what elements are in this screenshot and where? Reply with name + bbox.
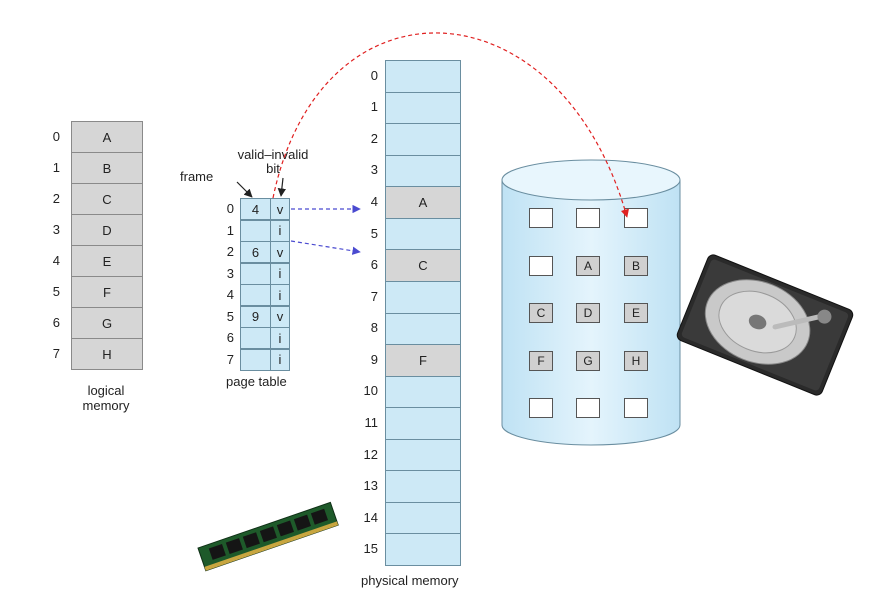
frame-column-label: frame bbox=[180, 169, 214, 184]
page-table-index: 1 bbox=[226, 222, 234, 238]
page-table-index: 2 bbox=[226, 244, 234, 259]
logical-memory-caption: logical memory bbox=[82, 383, 130, 413]
mapping-arrow-page-2 bbox=[290, 240, 361, 255]
logical-page-cell: E bbox=[71, 245, 143, 277]
physical-frame-index: 7 bbox=[370, 288, 378, 304]
logical-page-cell: G bbox=[71, 307, 143, 339]
logical-page-index: 2 bbox=[52, 191, 60, 206]
backing-store-page-box: G bbox=[576, 350, 600, 371]
physical-frame-cell bbox=[385, 533, 461, 566]
backing-store-page-box: C bbox=[529, 303, 553, 323]
physical-frame-index: 14 bbox=[363, 509, 378, 525]
physical-frame-cell bbox=[385, 470, 461, 503]
physical-frame-index: 10 bbox=[363, 383, 378, 399]
page-table-index: 3 bbox=[226, 265, 234, 281]
physical-frame-index: 13 bbox=[363, 478, 378, 494]
logical-page-cell: H bbox=[71, 338, 143, 370]
physical-frame-index: 8 bbox=[370, 320, 378, 336]
page-table-index: 5 bbox=[226, 308, 234, 324]
logical-page-index: 6 bbox=[52, 315, 60, 330]
page-table-index: 7 bbox=[226, 351, 234, 367]
logical-page-index: 0 bbox=[52, 129, 60, 144]
physical-frame-index: 9 bbox=[370, 351, 378, 367]
physical-frame-index: 0 bbox=[370, 67, 378, 83]
physical-frame-index: 11 bbox=[364, 414, 379, 430]
page-table-caption: page table bbox=[226, 374, 287, 389]
backing-store-page-box: H bbox=[624, 350, 648, 371]
backing-store-page-box bbox=[529, 398, 553, 418]
page-table-index: 4 bbox=[226, 287, 234, 302]
physical-frame-index: 3 bbox=[370, 162, 378, 178]
page-table-index: 0 bbox=[226, 201, 234, 216]
physical-frame-index: 4 bbox=[370, 194, 378, 210]
backing-store-page-box bbox=[529, 208, 553, 228]
physical-frame-index: 2 bbox=[370, 130, 378, 146]
physical-frame-cell bbox=[385, 154, 461, 188]
page-table-index: 6 bbox=[226, 330, 234, 345]
physical-frame-index: 1 bbox=[370, 99, 378, 115]
physical-frame-cell bbox=[385, 375, 461, 409]
logical-page-index: 3 bbox=[52, 222, 60, 237]
physical-frame-index: 5 bbox=[370, 225, 378, 241]
logical-page-index: 1 bbox=[52, 160, 60, 175]
backing-store-page-box bbox=[576, 398, 600, 418]
bit-label-pointer bbox=[277, 177, 287, 197]
logical-page-cell: D bbox=[71, 214, 143, 246]
physical-frame-index: 15 bbox=[363, 541, 378, 557]
backing-store-page-box: B bbox=[624, 255, 648, 276]
physical-frame-cell: A bbox=[385, 186, 461, 219]
physical-frame-cell bbox=[385, 438, 461, 472]
physical-frame-index: 12 bbox=[363, 446, 378, 462]
backing-store-page-box bbox=[624, 208, 648, 228]
physical-frame-cell bbox=[385, 312, 461, 346]
logical-page-cell: A bbox=[71, 121, 143, 153]
backing-store-page-box: A bbox=[576, 255, 600, 276]
physical-frame-cell bbox=[385, 60, 461, 93]
backing-store-page-box bbox=[529, 255, 553, 276]
page-fault-arrow bbox=[272, 32, 629, 218]
backing-store-page-box: F bbox=[529, 350, 553, 371]
backing-store-page-box bbox=[576, 208, 600, 228]
logical-page-index: 7 bbox=[52, 346, 60, 361]
backing-store-page-box bbox=[624, 398, 648, 418]
physical-frame-cell bbox=[385, 91, 461, 125]
physical-memory-caption: physical memory bbox=[361, 573, 459, 588]
backing-store-page-box: E bbox=[624, 303, 648, 323]
physical-frame-index: 6 bbox=[370, 257, 378, 273]
page-table-bit-cell: i bbox=[270, 348, 290, 371]
backing-store-page-box: D bbox=[576, 303, 600, 323]
valid-invalid-bit-label: valid–invalid bit bbox=[237, 147, 309, 176]
logical-page-index: 5 bbox=[52, 284, 60, 299]
logical-page-index: 4 bbox=[52, 253, 60, 268]
frame-label-pointer bbox=[236, 181, 253, 198]
